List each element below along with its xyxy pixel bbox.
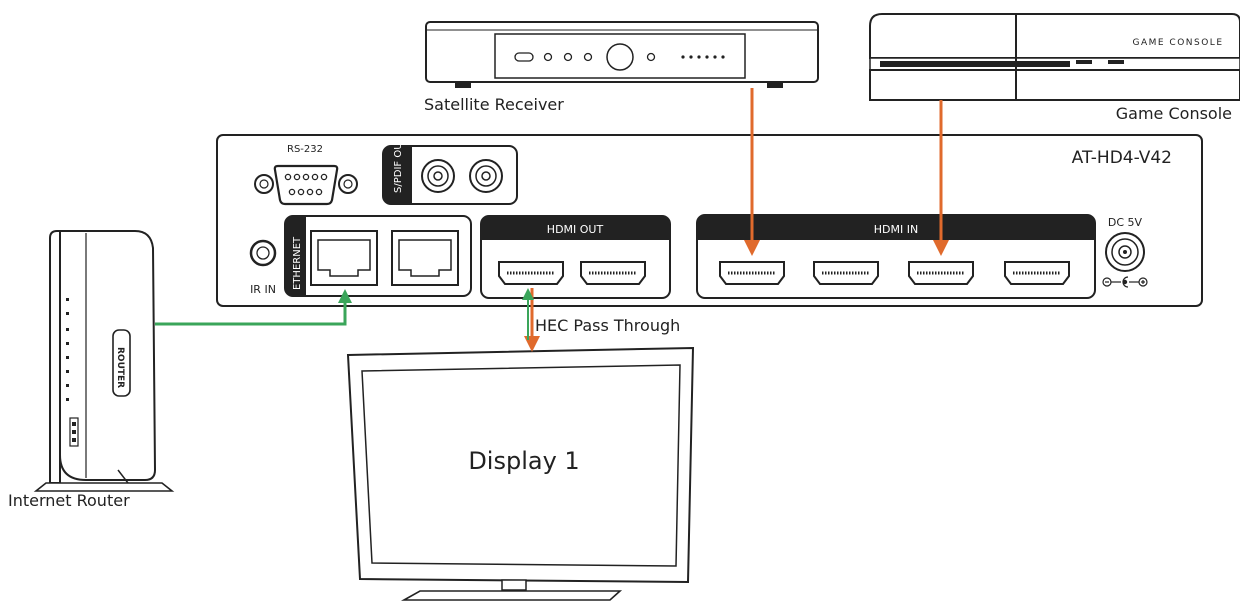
hdmi-cable-display — [522, 288, 540, 352]
game-console: GAME CONSOLE Game Console — [869, 13, 1240, 123]
spdif-port: S/PDIF OUT — [382, 135, 518, 205]
ethernet-label: ETHERNET — [292, 236, 303, 290]
game-console-badge: GAME CONSOLE — [1132, 38, 1223, 48]
dc-power-port: DC 5V — [1102, 216, 1148, 288]
internet-router: ROUTER Internet Router — [8, 230, 175, 510]
ir-in-port: IR IN — [249, 239, 277, 296]
rs232-port: RS-232 — [254, 144, 358, 206]
polarity-icon — [1102, 276, 1148, 288]
dc-label: DC 5V — [1108, 216, 1143, 229]
ir-in-label: IR IN — [250, 283, 276, 296]
display-1: Display 1 — [346, 346, 695, 601]
ethernet-port-2 — [391, 230, 459, 286]
hec-pass-through-label: HEC Pass Through — [535, 316, 680, 335]
hdmi-out-label: HDMI OUT — [547, 223, 604, 236]
hdmi-cable-game-console — [933, 100, 949, 256]
internet-router-label: Internet Router — [8, 491, 130, 510]
matrix-model-label: AT-HD4-V42 — [1072, 148, 1172, 168]
hdmi-in-label: HDMI IN — [874, 223, 918, 236]
ethernet-ports: ETHERNET — [284, 215, 472, 297]
rs232-label: RS-232 — [287, 144, 323, 155]
hdmi-cable-satellite — [744, 88, 760, 256]
matrix-switch: AT-HD4-V42 RS-232 S/PDIF OUT — [216, 134, 1203, 307]
hdmi-in-port-4 — [1004, 261, 1070, 285]
satellite-receiver: Satellite Receiver — [424, 21, 819, 114]
hdmi-in-group: HDMI IN — [696, 214, 1096, 299]
router-badge: ROUTER — [115, 347, 125, 388]
ethernet-cable-router — [155, 289, 352, 326]
hdmi-out-group: HDMI OUT — [480, 215, 671, 299]
hdmi-in-port-3 — [908, 261, 974, 285]
hdmi-out-port-1 — [498, 261, 564, 285]
game-console-label: Game Console — [1116, 104, 1232, 123]
hdmi-in-port-2 — [813, 261, 879, 285]
satellite-receiver-label: Satellite Receiver — [424, 95, 564, 114]
spdif-label: S/PDIF OUT — [393, 135, 404, 193]
hdmi-in-port-1 — [719, 261, 785, 285]
ethernet-port-1 — [310, 230, 378, 286]
hdmi-out-port-2 — [580, 261, 646, 285]
router-status-leds — [66, 298, 79, 447]
display-label: Display 1 — [468, 447, 579, 475]
